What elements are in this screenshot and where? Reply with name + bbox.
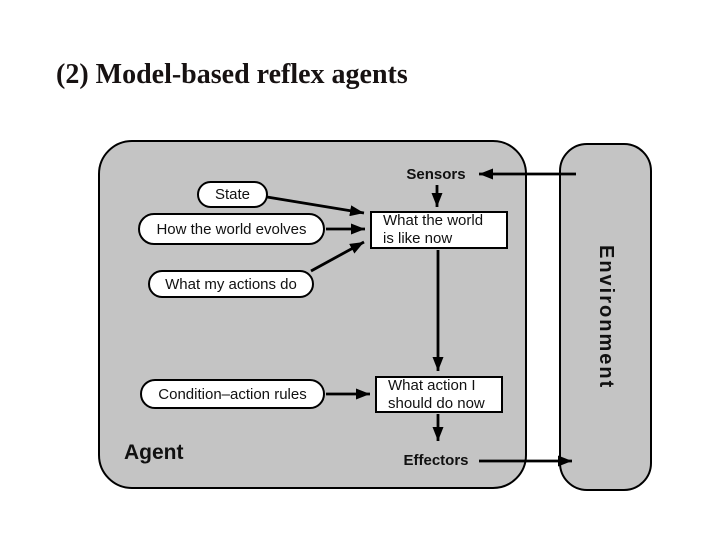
slide-title: (2) Model-based reflex agents bbox=[56, 59, 408, 90]
box-action-choice-line1: What action I bbox=[388, 376, 476, 394]
environment-box: Environment bbox=[559, 143, 652, 491]
node-what-actions-do: What my actions do bbox=[148, 270, 314, 298]
box-world-state: What the world is like now bbox=[370, 211, 508, 249]
environment-label: Environment bbox=[595, 244, 617, 390]
sensors-label: Sensors bbox=[406, 166, 466, 183]
box-action-choice: What action I should do now bbox=[375, 376, 503, 413]
node-state: State bbox=[197, 181, 268, 208]
node-how-world-evolves: How the world evolves bbox=[138, 213, 325, 245]
box-action-choice-line2: should do now bbox=[388, 394, 485, 412]
node-condition-action-rules: Condition–action rules bbox=[140, 379, 325, 409]
agent-label: Agent bbox=[124, 441, 184, 464]
box-world-state-line2: is like now bbox=[383, 230, 453, 247]
box-world-state-line1: What the world bbox=[383, 212, 484, 229]
effectors-label: Effectors bbox=[403, 452, 469, 469]
agent-box bbox=[98, 140, 527, 489]
